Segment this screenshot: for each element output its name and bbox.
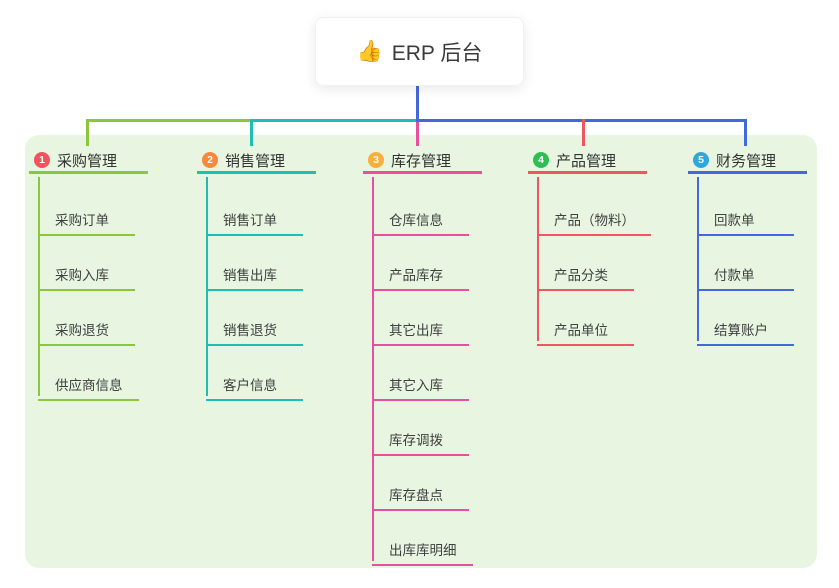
child-node-label: 库存调拨 xyxy=(389,433,443,448)
connector-line xyxy=(744,119,747,146)
branch-spine-line xyxy=(537,177,539,341)
child-node[interactable]: 销售出库 xyxy=(206,256,303,291)
child-node[interactable]: 采购退货 xyxy=(38,311,135,346)
connector-line xyxy=(416,122,419,146)
branch-number-badge: 2 xyxy=(202,152,218,168)
root-node[interactable]: 👍 ERP 后台 xyxy=(315,17,524,86)
root-node-label: ERP 后台 xyxy=(391,41,483,65)
branch-node-label: 销售管理 xyxy=(225,152,286,170)
branch-node-2[interactable]: 2 销售管理 xyxy=(197,149,316,174)
thumbs-up-icon: 👍 xyxy=(356,40,383,63)
branch-node-1[interactable]: 1 采购管理 xyxy=(29,149,148,174)
child-node[interactable]: 采购订单 xyxy=(38,201,135,236)
branch-node-label: 财务管理 xyxy=(716,152,777,170)
child-node-label: 其它出库 xyxy=(389,323,443,338)
connector-line xyxy=(582,119,585,146)
child-node[interactable]: 采购入库 xyxy=(38,256,135,291)
branch-node-4[interactable]: 4 产品管理 xyxy=(528,149,647,174)
branch-node-label: 产品管理 xyxy=(556,152,617,170)
child-node-label: 采购退货 xyxy=(55,323,109,338)
branch-number-badge: 4 xyxy=(533,152,549,168)
branch-spine-line xyxy=(38,177,40,396)
child-node-label: 产品（物料） xyxy=(554,213,635,228)
branch-node-label: 采购管理 xyxy=(57,152,118,170)
child-node[interactable]: 付款单 xyxy=(697,256,794,291)
child-node-label: 付款单 xyxy=(714,268,755,283)
child-node-label: 回款单 xyxy=(714,213,755,228)
connector-line xyxy=(416,84,419,122)
child-node-label: 结算账户 xyxy=(714,323,768,338)
branch-node-5[interactable]: 5 财务管理 xyxy=(688,149,807,174)
child-node-label: 产品单位 xyxy=(554,323,608,338)
child-node-label: 采购入库 xyxy=(55,268,109,283)
branch-spine-line xyxy=(372,177,374,561)
branch-spine-line xyxy=(206,177,208,396)
child-node-label: 销售订单 xyxy=(223,213,277,228)
child-node[interactable]: 产品分类 xyxy=(537,256,634,291)
child-node[interactable]: 出库库明细 xyxy=(372,531,473,566)
child-node[interactable]: 其它入库 xyxy=(372,366,469,401)
connector-line xyxy=(250,119,416,122)
child-node-label: 销售出库 xyxy=(223,268,277,283)
child-node[interactable]: 库存调拨 xyxy=(372,421,469,456)
branch-number-badge: 3 xyxy=(368,152,384,168)
child-node-label: 采购订单 xyxy=(55,213,109,228)
child-node[interactable]: 产品单位 xyxy=(537,311,634,346)
child-node-label: 客户信息 xyxy=(223,378,277,393)
child-node-label: 其它入库 xyxy=(389,378,443,393)
child-node[interactable]: 结算账户 xyxy=(697,311,794,346)
child-node[interactable]: 客户信息 xyxy=(206,366,303,401)
connector-line xyxy=(86,119,89,146)
child-node-label: 供应商信息 xyxy=(55,378,123,393)
child-node[interactable]: 仓库信息 xyxy=(372,201,469,236)
child-node[interactable]: 库存盘点 xyxy=(372,476,469,511)
connector-line xyxy=(416,119,747,122)
child-node[interactable]: 销售订单 xyxy=(206,201,303,236)
branch-spine-line xyxy=(697,177,699,341)
child-node[interactable]: 其它出库 xyxy=(372,311,469,346)
connector-line xyxy=(250,119,253,146)
child-node[interactable]: 回款单 xyxy=(697,201,794,236)
child-node[interactable]: 供应商信息 xyxy=(38,366,139,401)
branch-node-label: 库存管理 xyxy=(391,152,452,170)
child-node[interactable]: 产品库存 xyxy=(372,256,469,291)
child-node[interactable]: 产品（物料） xyxy=(537,201,651,236)
child-node-label: 库存盘点 xyxy=(389,488,443,503)
branch-node-3[interactable]: 3 库存管理 xyxy=(363,149,482,174)
child-node-label: 销售退货 xyxy=(223,323,277,338)
branch-number-badge: 5 xyxy=(693,152,709,168)
child-node-label: 出库库明细 xyxy=(389,543,457,558)
child-node-label: 仓库信息 xyxy=(389,213,443,228)
branches-panel-background xyxy=(25,135,817,568)
child-node-label: 产品库存 xyxy=(389,268,443,283)
connector-line xyxy=(86,119,250,122)
branch-number-badge: 1 xyxy=(34,152,50,168)
child-node-label: 产品分类 xyxy=(554,268,608,283)
child-node[interactable]: 销售退货 xyxy=(206,311,303,346)
